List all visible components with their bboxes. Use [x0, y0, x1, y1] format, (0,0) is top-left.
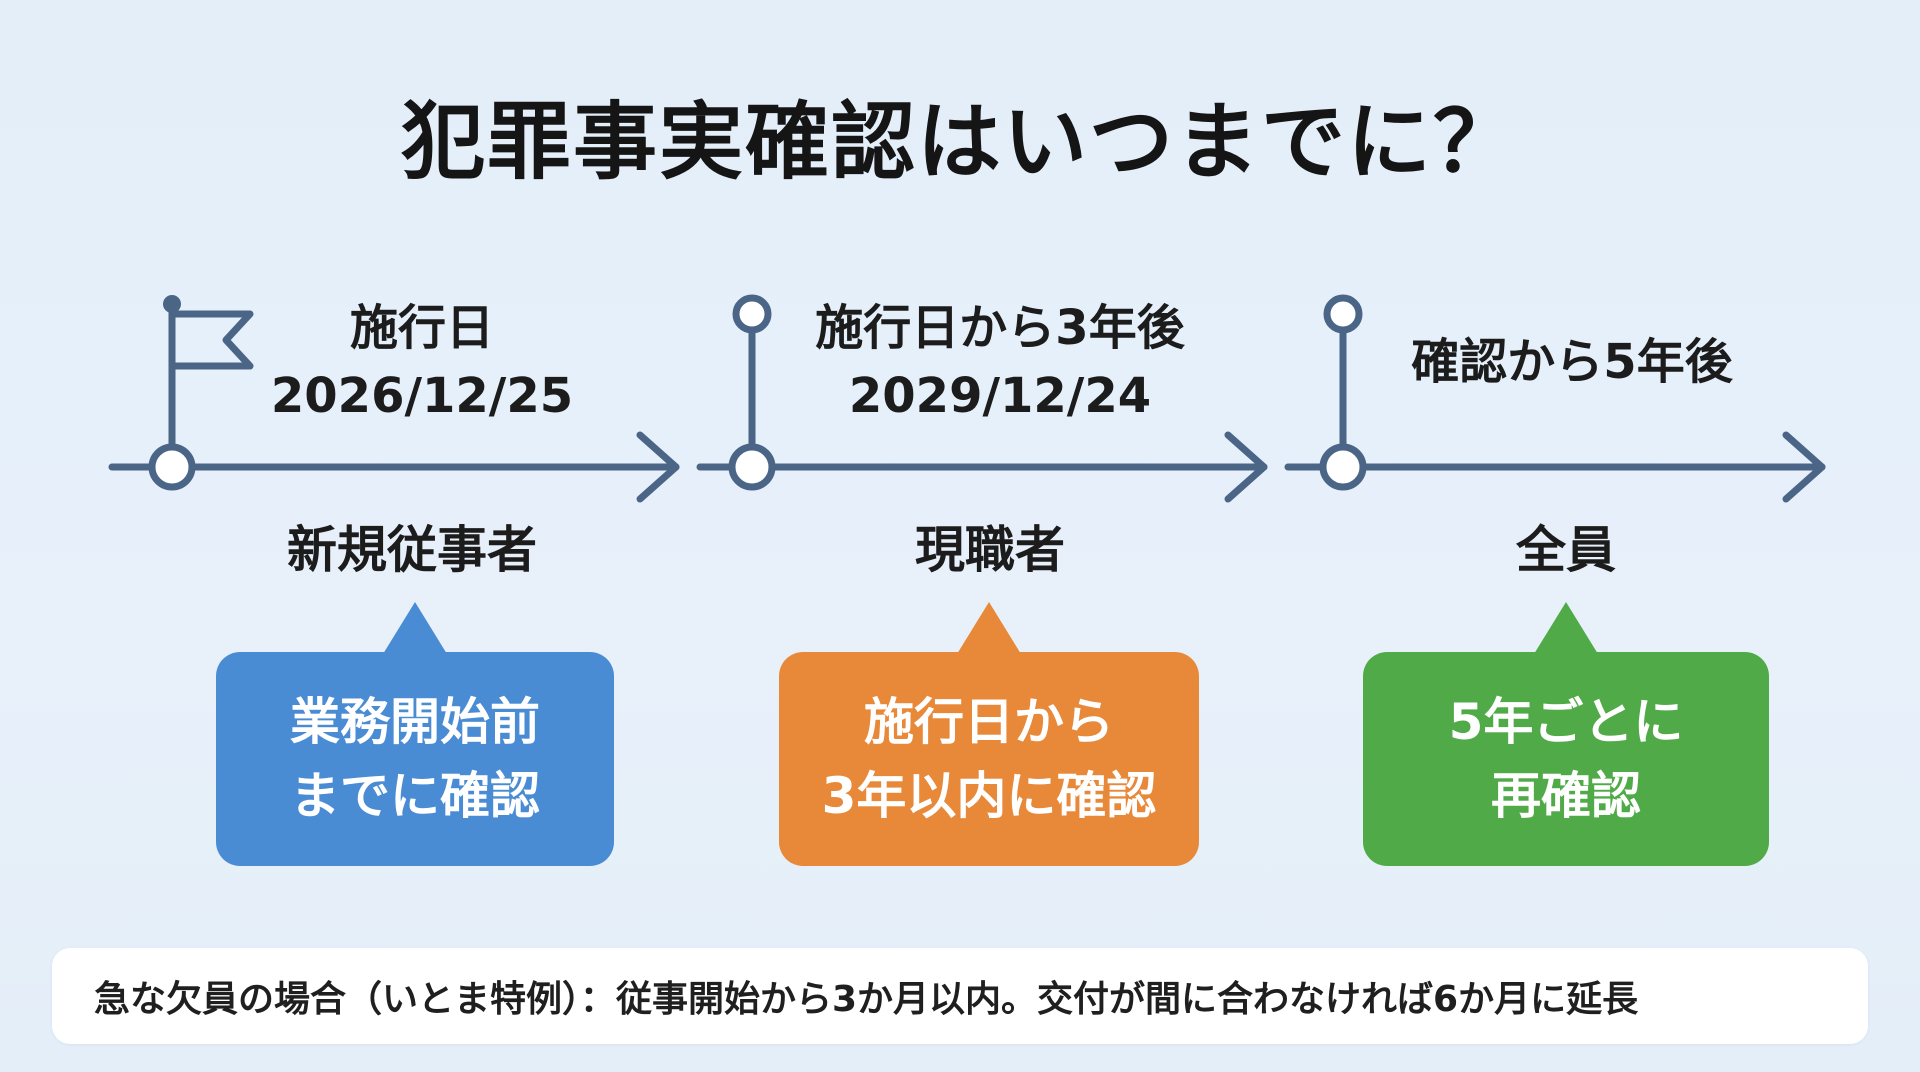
- timeline-arrowhead-2: [1224, 431, 1268, 503]
- stage-2-bubble-line1: 施行日から: [864, 693, 1114, 751]
- timeline-arrowhead-1: [636, 431, 680, 503]
- milestone-dot-1: [148, 443, 196, 491]
- pin-icon: [1323, 294, 1363, 448]
- stage-1-heading: 施行日 2026/12/25: [222, 294, 622, 430]
- stage-1-heading-date: 2026/12/25: [270, 368, 574, 424]
- stage-2-heading-date: 2029/12/24: [848, 368, 1152, 424]
- pin-icon: [732, 294, 772, 448]
- stage-3-bubble-line2: 再確認: [1491, 767, 1641, 825]
- stage-1-target: 新規従事者: [287, 521, 537, 579]
- stage-3-target: 全員: [1516, 521, 1616, 579]
- milestone-dot-2: [728, 443, 776, 491]
- page-title: 犯罪事実確認はいつまでに？: [400, 93, 1519, 191]
- stage-2-heading: 施行日から3年後 2029/12/24: [780, 294, 1220, 430]
- stage-2-bubble-line2: 3年以内に確認: [821, 767, 1157, 825]
- flag-icon: [168, 300, 254, 448]
- timeline-arrowhead-3: [1782, 431, 1826, 503]
- stage-3-bubble-line1: 5年ごとに: [1448, 693, 1684, 751]
- stage-2-bubble: 施行日から 3年以内に確認: [779, 602, 1199, 866]
- stage-2-target: 現職者: [915, 521, 1065, 579]
- stage-3-bubble: 5年ごとに 再確認: [1363, 602, 1769, 866]
- stage-1-bubble: 業務開始前 までに確認: [216, 602, 614, 866]
- stage-3-heading: 確認から5年後: [1372, 328, 1772, 396]
- stage-1-bubble-line2: までに確認: [290, 767, 540, 825]
- stage-2-heading-line1: 施行日から3年後: [815, 300, 1185, 356]
- stage-1-bubble-line1: 業務開始前: [290, 693, 540, 751]
- stage-3-heading-line1: 確認から5年後: [1411, 334, 1733, 390]
- exception-note-text: 急な欠員の場合（いとま特例）：従事開始から3か月以内。交付が間に合わなければ6か…: [94, 979, 1639, 1020]
- stage-1-heading-line1: 施行日: [349, 300, 494, 356]
- exception-note: 急な欠員の場合（いとま特例）：従事開始から3か月以内。交付が間に合わなければ6か…: [52, 948, 1868, 1044]
- milestone-dot-3: [1319, 443, 1367, 491]
